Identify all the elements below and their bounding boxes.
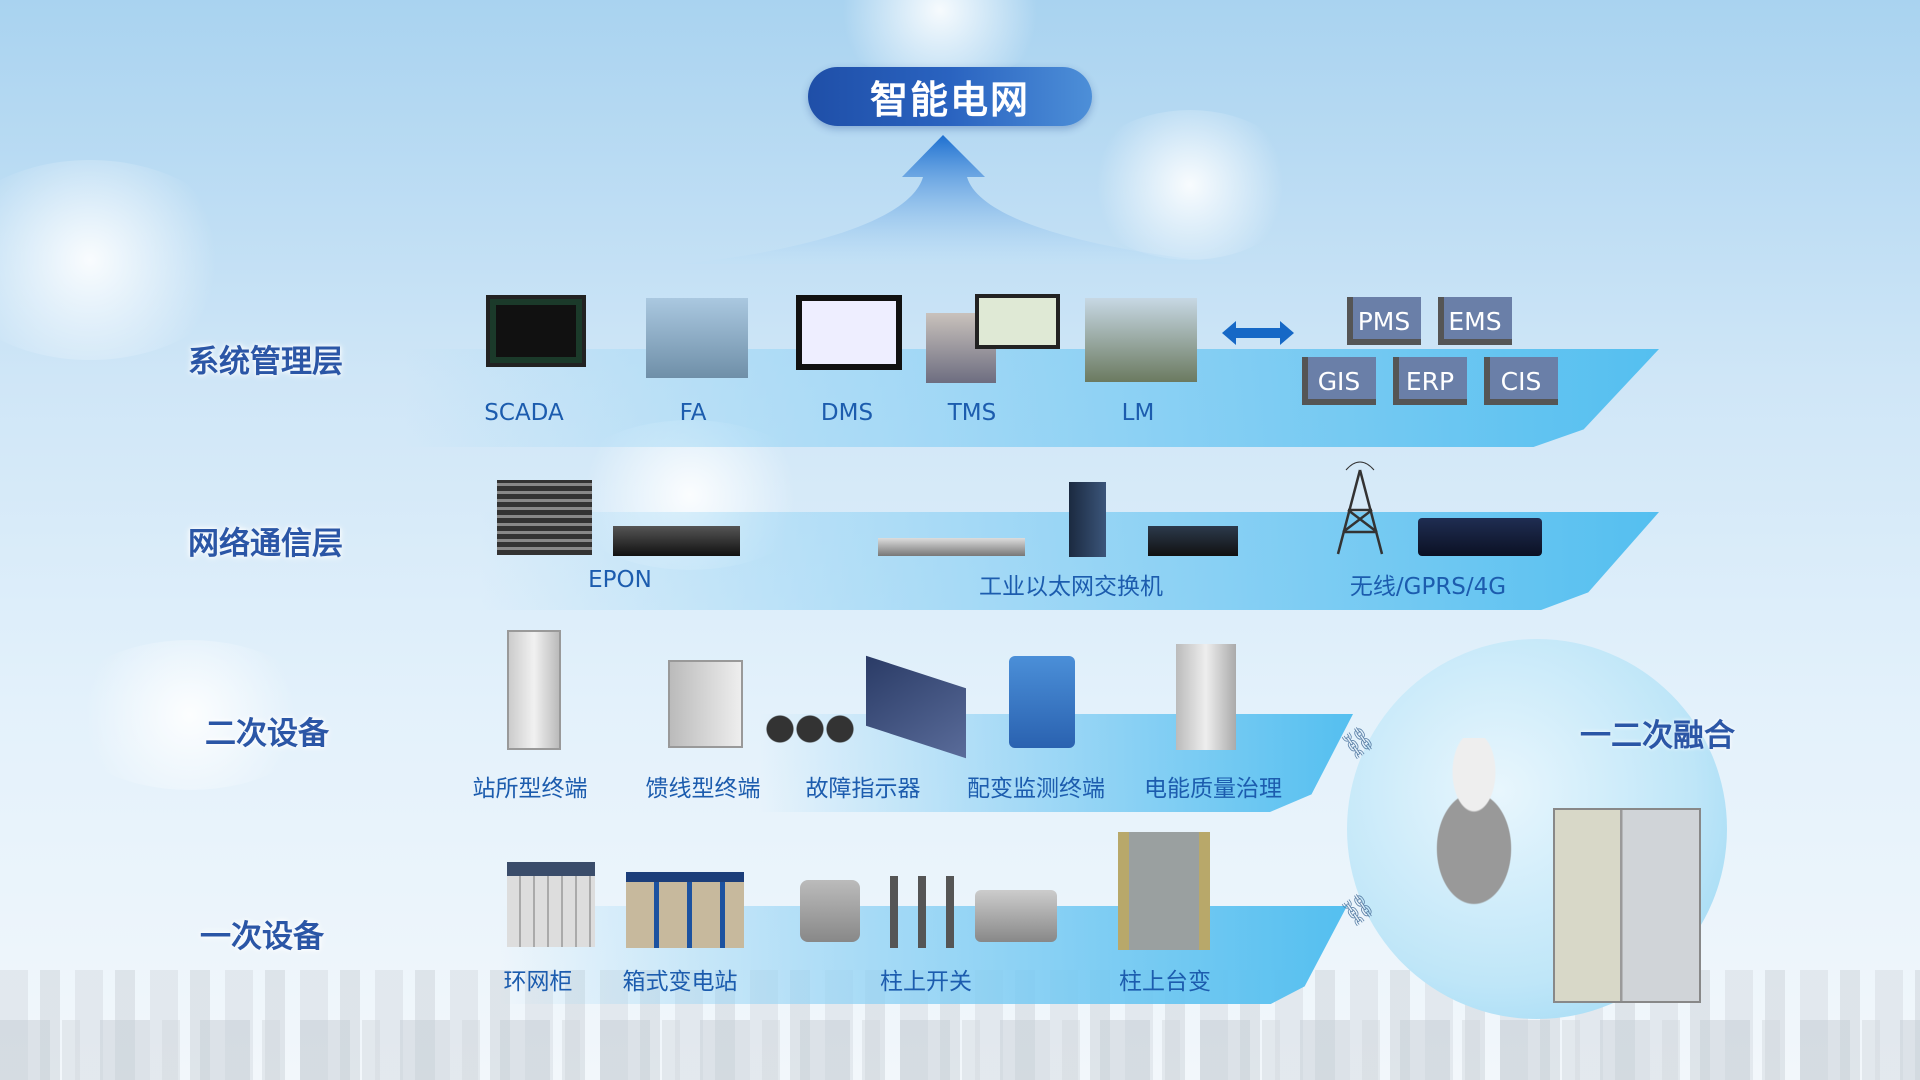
system-box-erp: ERP	[1393, 357, 1467, 405]
page-title: 智能电网	[808, 67, 1092, 126]
item-label-epon: EPON	[588, 567, 652, 593]
pole-switch-image	[890, 876, 960, 948]
item-label-ring-main-unit: 环网柜	[503, 969, 573, 995]
item-label-pole-transformer: 柱上台变	[1119, 969, 1211, 995]
tms-screen-image	[975, 294, 1060, 349]
item-label-box-substation: 箱式变电站	[622, 969, 738, 995]
item-label-pole-switch: 柱上开关	[880, 969, 972, 995]
double-arrow-icon	[1222, 321, 1294, 345]
system-box-cis: CIS	[1484, 357, 1558, 405]
olt-chassis-image	[497, 480, 592, 555]
item-label-fa: FA	[679, 400, 707, 426]
fusion-label: 一二次融合	[1580, 718, 1735, 754]
onu-switch-image	[613, 526, 740, 556]
fusion-switch-image	[1400, 738, 1548, 908]
din-switch-image	[1069, 482, 1106, 557]
cloud	[60, 640, 320, 790]
monitor-terminal-image	[1009, 656, 1075, 748]
system-box-gis: GIS	[1302, 357, 1376, 405]
radio-tower-icon	[1336, 461, 1384, 555]
layer-label-primary: 一次设备	[200, 919, 324, 955]
dms-monitor-image	[796, 295, 902, 370]
layer-label-secondary: 二次设备	[205, 716, 329, 752]
item-label-tms: TMS	[947, 400, 997, 426]
rack-switch-image	[878, 538, 1025, 556]
cloud	[1080, 110, 1300, 260]
pole-switch-image	[975, 890, 1057, 942]
power-quality-cabinet-image	[1176, 644, 1236, 750]
lm-pole-image	[1085, 298, 1197, 382]
cloud	[0, 160, 240, 360]
small-switch-image	[1148, 526, 1238, 556]
item-label-ethernet-switch: 工业以太网交换机	[979, 574, 1163, 600]
wireless-router-image	[1418, 518, 1542, 556]
ring-main-unit-image	[507, 862, 595, 947]
item-label-fault-indicator: 故障指示器	[805, 776, 921, 802]
system-box-pms: PMS	[1347, 297, 1421, 345]
fault-indicator-image	[765, 712, 855, 746]
layer-label-network: 网络通信层	[188, 526, 343, 562]
feeder-terminal-image	[668, 660, 743, 748]
layer-band-system	[404, 349, 1659, 447]
item-label-monitor-terminal: 配变监测终端	[967, 776, 1105, 802]
item-label-lm: LM	[1121, 400, 1155, 426]
item-label-feeder-terminal: 馈线型终端	[645, 776, 761, 802]
item-label-scada: SCADA	[484, 400, 564, 426]
fa-pole-image	[646, 298, 748, 378]
scada-monitor-image	[486, 295, 586, 367]
box-substation-image	[626, 872, 744, 948]
station-terminal-image	[507, 630, 561, 750]
system-box-ems: EMS	[1438, 297, 1512, 345]
item-label-wireless: 无线/GPRS/4G	[1349, 574, 1507, 600]
pole-transformer-image	[1118, 832, 1210, 950]
item-label-station-terminal: 站所型终端	[472, 776, 588, 802]
fusion-cabinet-image	[1553, 808, 1701, 1003]
pole-switch-image	[800, 880, 860, 942]
item-label-dms: DMS	[820, 400, 874, 426]
up-arrow-icon	[680, 135, 1240, 264]
city-skyline	[0, 1020, 1920, 1080]
layer-label-system: 系统管理层	[188, 344, 343, 380]
item-label-power-quality: 电能质量治理	[1144, 776, 1282, 802]
